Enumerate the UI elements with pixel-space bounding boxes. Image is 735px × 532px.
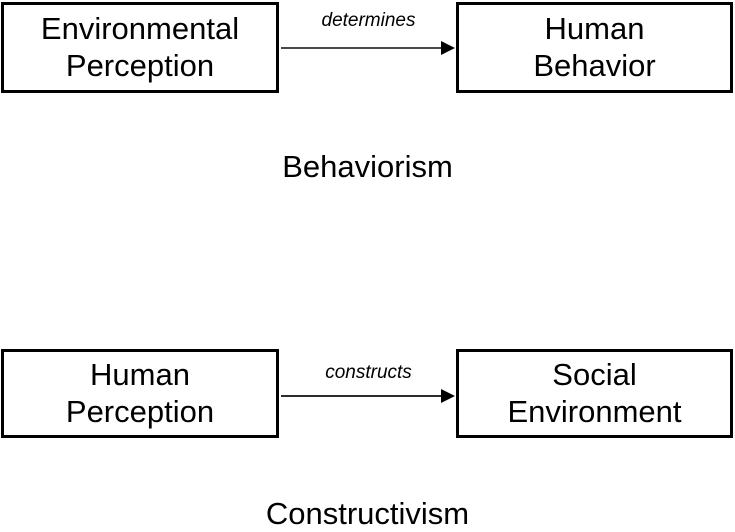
arrowhead-icon <box>441 41 455 55</box>
node-label-line-2: Environment <box>507 393 682 429</box>
arrow-shaft <box>281 395 443 397</box>
arrowhead-icon <box>441 389 455 403</box>
arrow-constructs <box>281 388 456 404</box>
arrow-determines <box>281 40 456 56</box>
edge-label-determines: determines <box>321 10 416 31</box>
node-label-line-1: Human <box>544 10 645 46</box>
node-label-line-1: Social <box>552 356 637 392</box>
node-social-environment[interactable]: Social Environment <box>456 349 733 438</box>
node-human-perception[interactable]: Human Perception <box>1 349 279 438</box>
node-label-line-1: Environmental <box>40 10 240 46</box>
node-human-behavior[interactable]: Human Behavior <box>456 2 733 93</box>
caption-constructivism: Constructivism <box>265 496 470 531</box>
node-label-line-2: Perception <box>65 393 215 429</box>
edge-label-constructs: constructs <box>325 362 412 383</box>
arrow-shaft <box>281 47 443 49</box>
node-label-line-2: Perception <box>65 47 215 83</box>
node-label-line-1: Human <box>90 356 190 392</box>
node-label-line-2: Behavior <box>533 47 656 83</box>
caption-behaviorism: Behaviorism <box>282 149 453 184</box>
node-environmental-perception[interactable]: Environmental Perception <box>1 2 279 93</box>
